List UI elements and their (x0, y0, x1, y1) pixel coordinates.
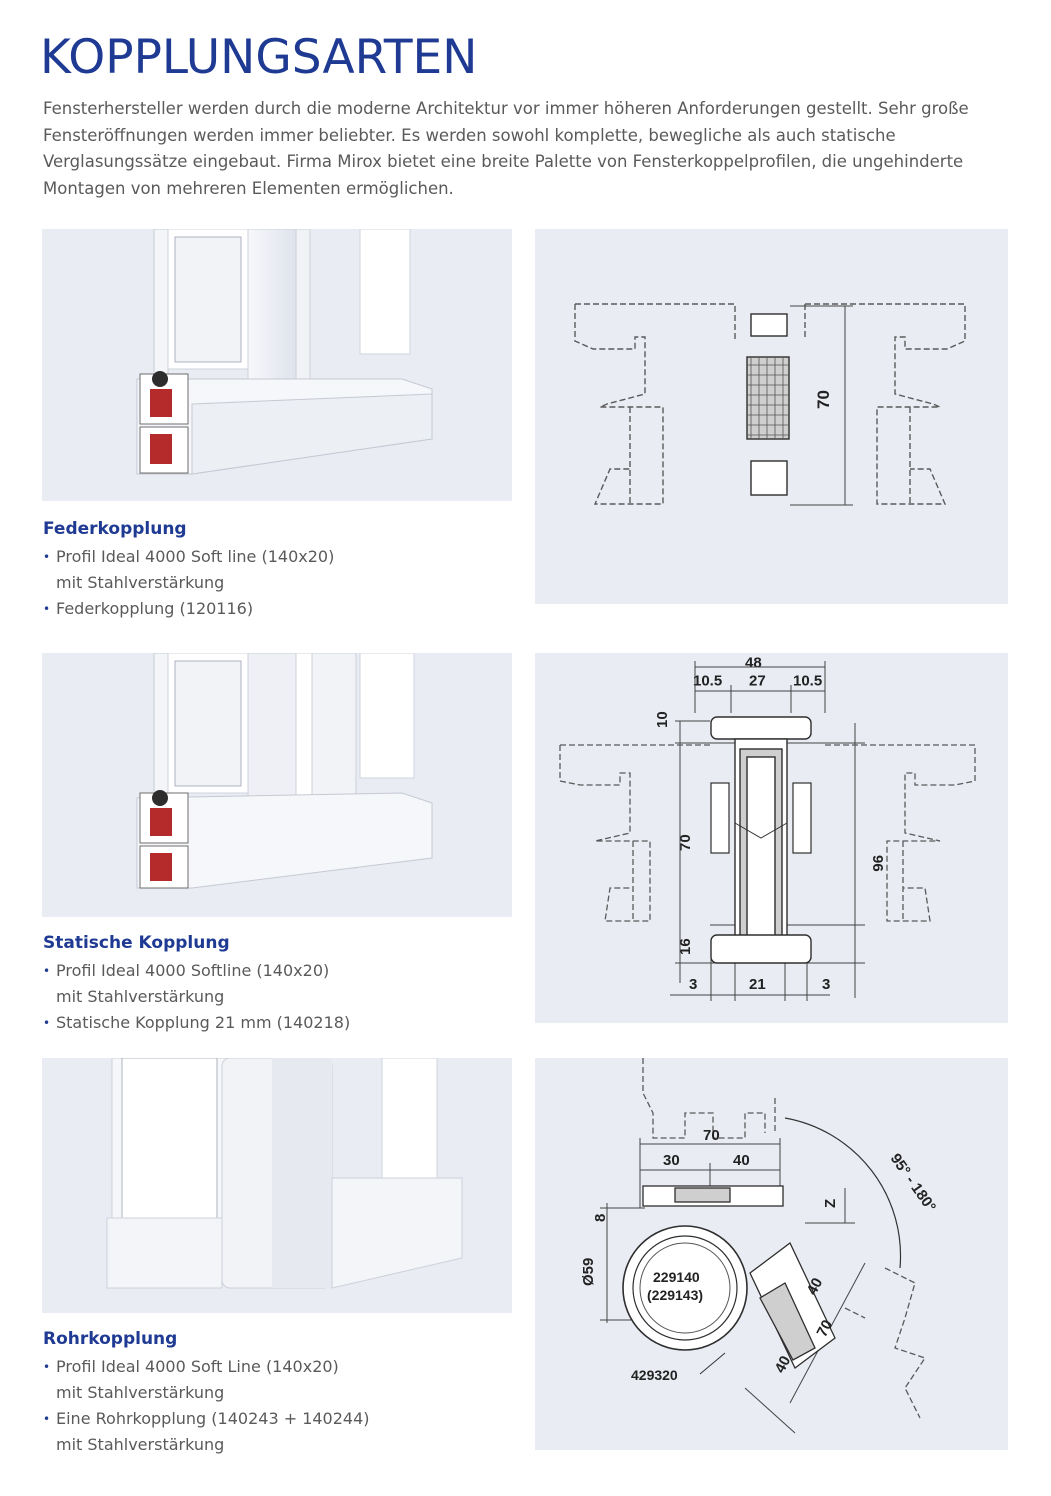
dim-label: 40 (772, 1353, 795, 1376)
section-heading: Federkopplung (43, 519, 187, 539)
dim-label: 70 (814, 390, 833, 409)
dim-label: 3 (822, 976, 830, 993)
dim-label: 70 (814, 1317, 837, 1340)
dim-label: 16 (677, 938, 694, 955)
dim-label: 30 (663, 1152, 680, 1169)
part-number: 429320 (631, 1367, 678, 1383)
dim-label: 95° - 180° (887, 1151, 939, 1216)
bullet-item: Profil Ideal 4000 Soft line (140x20) mit… (43, 544, 503, 596)
dim-label: 10 (654, 711, 671, 728)
dim-label: 40 (804, 1275, 827, 1298)
section-statische-kopplung: Statische Kopplung Profil Ideal 4000 Sof… (43, 931, 503, 1036)
section-heading: Statische Kopplung (43, 933, 230, 953)
dim-label: 40 (733, 1152, 750, 1169)
dim-label: Ø59 (580, 1258, 597, 1286)
bullet-item: Eine Rohrkopplung (140243 + 140244) mit … (43, 1406, 503, 1458)
drawing-statische-kopplung: 48 10.5 27 10.5 10 70 96 16 3 21 3 52024… (535, 653, 1008, 1023)
bullet-line: Profil Ideal 4000 Softline (140x20) (56, 961, 330, 980)
page-title: KOPPLUNGSARTEN (40, 30, 478, 85)
section-rohrkopplung: Rohrkopplung Profil Ideal 4000 Soft Line… (43, 1327, 503, 1458)
dim-label: 27 (749, 672, 766, 689)
dim-label: 21 (749, 976, 766, 993)
bullet-item: Federkopplung (120116) (43, 596, 503, 622)
bullet-line: mit Stahlverstärkung (56, 1435, 225, 1454)
dim-label: 10.5 (793, 672, 822, 689)
bullet-line: Profil Ideal 4000 Soft line (140x20) (56, 547, 335, 566)
intro-paragraph: Fensterhersteller werden durch die moder… (43, 99, 969, 198)
section-federkopplung: Federkopplung Profil Ideal 4000 Soft lin… (43, 517, 503, 622)
dim-label: 8 (592, 1214, 609, 1222)
drawing-federkopplung: 70 (535, 229, 1008, 604)
drawing-rohrkopplung: 70 30 40 95° - 180° 8 Z Ø59 229140 (2291… (535, 1058, 1008, 1450)
bullet-line: Statische Kopplung 21 mm (140218) (56, 1013, 351, 1032)
dim-label: 48 (745, 654, 762, 671)
dim-label: 70 (703, 1127, 720, 1144)
photo-rohrkopplung (42, 1058, 512, 1313)
dim-label: 70 (677, 834, 694, 851)
dim-label: 96 (869, 855, 886, 872)
photo-federkopplung (42, 229, 512, 501)
bullet-item: Profil Ideal 4000 Soft Line (140x20) mit… (43, 1354, 503, 1406)
bullet-line: mit Stahlverstärkung (56, 573, 225, 592)
bullet-line: Federkopplung (120116) (56, 599, 254, 618)
dim-label: Z (822, 1199, 839, 1208)
bullet-line: mit Stahlverstärkung (56, 987, 225, 1006)
dim-label: 10.5 (693, 672, 722, 689)
section-heading: Rohrkopplung (43, 1329, 178, 1349)
dim-label: 3 (689, 976, 697, 993)
bullet-line: mit Stahlverstärkung (56, 1383, 225, 1402)
bullet-line: Eine Rohrkopplung (140243 + 140244) (56, 1409, 370, 1428)
part-number: (229143) (647, 1287, 703, 1303)
photo-statische-kopplung (42, 653, 512, 917)
bullet-item: Statische Kopplung 21 mm (140218) (43, 1010, 503, 1036)
bullet-item: Profil Ideal 4000 Softline (140x20) mit … (43, 958, 503, 1010)
bullet-line: Profil Ideal 4000 Soft Line (140x20) (56, 1357, 339, 1376)
part-number: 229140 (653, 1269, 700, 1285)
